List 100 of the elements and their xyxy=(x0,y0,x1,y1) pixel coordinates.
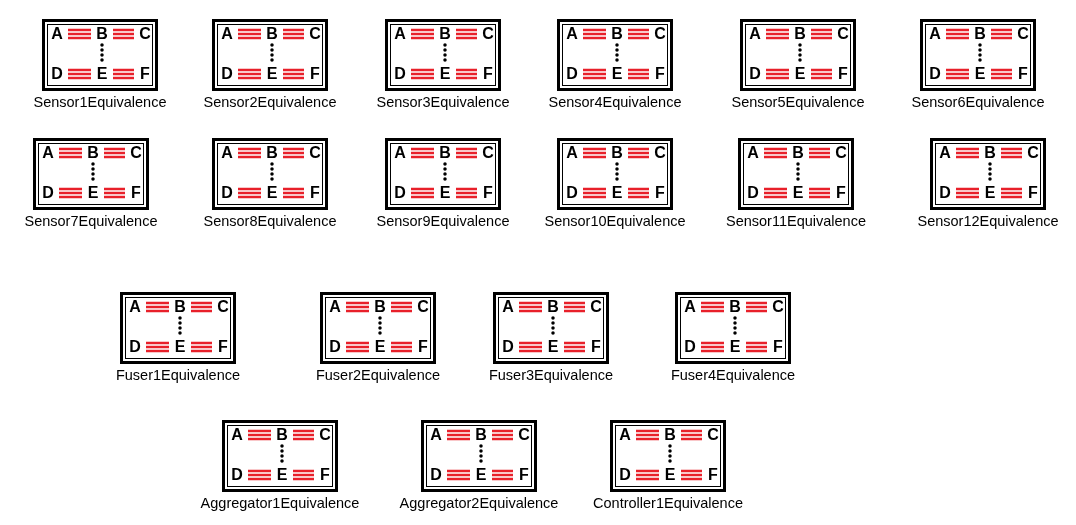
port-letter: D xyxy=(220,184,234,202)
equivalence-link xyxy=(562,341,587,353)
port-letter: B xyxy=(173,298,187,316)
port-letter: E xyxy=(438,184,452,202)
port-letter: B xyxy=(438,25,452,43)
equivalence-link xyxy=(189,301,214,313)
equivalence-link xyxy=(454,68,479,80)
port-letter: E xyxy=(86,184,100,202)
equivalence-block xyxy=(738,138,854,210)
equivalence-block xyxy=(421,420,537,492)
block-caption: Sensor3Equivalence xyxy=(376,94,510,110)
port-letter: B xyxy=(728,298,742,316)
port-letter: C xyxy=(589,298,603,316)
equivalence-link xyxy=(409,28,436,40)
port-letter: E xyxy=(546,338,560,356)
port-letter: F xyxy=(318,466,332,484)
equivalence-link xyxy=(626,68,651,80)
port-letter: D xyxy=(230,466,244,484)
port-letter: C xyxy=(138,25,152,43)
equivalence-link xyxy=(454,147,479,159)
equivalence-link xyxy=(281,68,306,80)
equivalence-link xyxy=(999,187,1024,199)
block-caption: Sensor10Equivalence xyxy=(544,213,686,229)
equivalence-link xyxy=(111,68,136,80)
equivalence-link xyxy=(66,68,93,80)
port-letter: C xyxy=(1016,25,1030,43)
dotted-link xyxy=(615,43,619,65)
equivalence-link xyxy=(581,187,608,199)
equivalence-block xyxy=(920,19,1036,91)
port-letter: D xyxy=(928,65,942,83)
dotted-link xyxy=(551,316,555,338)
equivalence-link xyxy=(764,28,791,40)
equivalence-link xyxy=(246,429,273,441)
equivalence-link xyxy=(581,28,608,40)
equivalence-link xyxy=(389,341,414,353)
port-letter: B xyxy=(983,144,997,162)
equivalence-link xyxy=(344,301,371,313)
equivalence-link xyxy=(246,469,273,481)
block-caption: Fuser3Equivalence xyxy=(488,367,614,383)
block-caption: Sensor5Equivalence xyxy=(731,94,865,110)
port-letter: E xyxy=(373,338,387,356)
port-letter: B xyxy=(373,298,387,316)
equivalence-block xyxy=(222,420,338,492)
port-letter: F xyxy=(771,338,785,356)
equivalence-link xyxy=(809,28,834,40)
port-letter: F xyxy=(589,338,603,356)
port-letter: D xyxy=(501,338,515,356)
equivalence-block xyxy=(42,19,158,91)
equivalence-link xyxy=(236,187,263,199)
port-letter: F xyxy=(138,65,152,83)
port-letter: E xyxy=(973,65,987,83)
equivalence-link xyxy=(236,28,263,40)
equivalence-link xyxy=(762,147,789,159)
port-letter: E xyxy=(791,184,805,202)
equivalence-link xyxy=(281,28,306,40)
port-letter: E xyxy=(173,338,187,356)
equivalence-block xyxy=(120,292,236,364)
port-letter: F xyxy=(129,184,143,202)
port-letter: E xyxy=(793,65,807,83)
equivalence-block xyxy=(557,19,673,91)
dotted-link xyxy=(178,316,182,338)
equivalence-link xyxy=(581,68,608,80)
block-caption: Sensor9Equivalence xyxy=(376,213,510,229)
port-letter: A xyxy=(565,144,579,162)
port-letter: A xyxy=(501,298,515,316)
block-caption: Fuser2Equivalence xyxy=(315,367,441,383)
equivalence-link xyxy=(57,187,84,199)
equivalence-link xyxy=(102,147,127,159)
port-letter: B xyxy=(791,144,805,162)
port-letter: E xyxy=(610,65,624,83)
equivalence-link xyxy=(291,469,316,481)
block-caption: Sensor12Equivalence xyxy=(917,213,1059,229)
equivalence-link xyxy=(626,147,651,159)
port-letter: F xyxy=(481,65,495,83)
port-letter: E xyxy=(265,65,279,83)
port-letter: F xyxy=(653,65,667,83)
port-letter: F xyxy=(481,184,495,202)
port-letter: A xyxy=(328,298,342,316)
port-letter: E xyxy=(474,466,488,484)
equivalence-link xyxy=(236,147,263,159)
equivalence-link xyxy=(807,187,832,199)
port-letter: D xyxy=(393,65,407,83)
dotted-link xyxy=(270,162,274,184)
equivalence-block xyxy=(493,292,609,364)
port-letter: E xyxy=(275,466,289,484)
port-letter: A xyxy=(393,144,407,162)
equivalence-link xyxy=(236,68,263,80)
equivalence-block xyxy=(385,19,501,91)
port-letter: F xyxy=(216,338,230,356)
equivalence-link xyxy=(102,187,127,199)
equivalence-link xyxy=(809,68,834,80)
port-letter: B xyxy=(610,144,624,162)
block-caption: Sensor6Equivalence xyxy=(911,94,1045,110)
port-letter: D xyxy=(128,338,142,356)
equivalence-link xyxy=(144,341,171,353)
block-caption: Aggregator2Equivalence xyxy=(399,495,559,511)
port-letter: E xyxy=(438,65,452,83)
port-letter: A xyxy=(429,426,443,444)
dotted-link xyxy=(443,162,447,184)
dotted-link xyxy=(978,43,982,65)
